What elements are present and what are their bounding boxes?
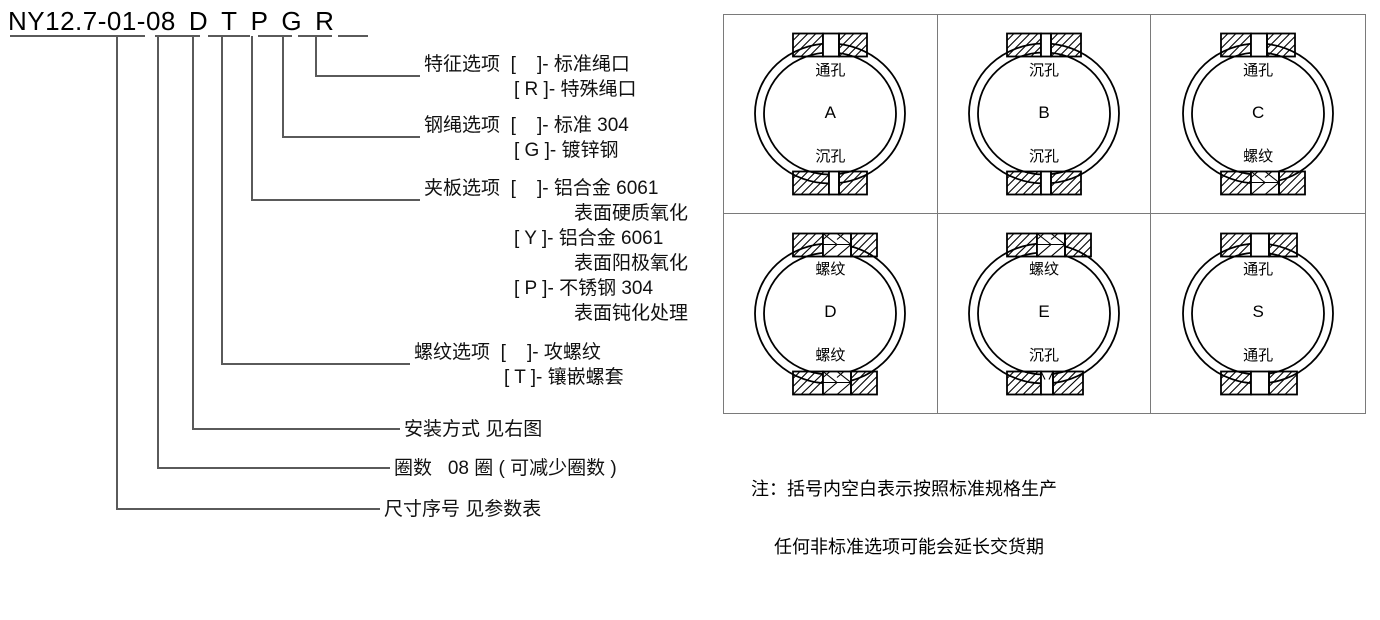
note-line-1: 注：括号内空白表示按照标准规格生产: [751, 479, 1058, 499]
annotation-size-number: 尺寸序号 见参数表: [384, 499, 542, 520]
mounting-cell-c-code: C: [1252, 103, 1265, 122]
part-number-segment-rope: G: [281, 6, 303, 36]
mounting-cell-d-code: D: [824, 302, 837, 321]
annotation-clamp-plate-option-line-3b: 表面钝化处理: [574, 303, 689, 324]
part-number-segment-thread: T: [221, 6, 238, 36]
mounting-cell-a-top-label: 通孔: [815, 62, 846, 79]
mounting-cell-s-top-label: 通孔: [1243, 261, 1274, 278]
mounting-cell-d: 螺纹 D 螺纹: [724, 214, 938, 413]
annotation-thread-option-line-2: [ T ]- 镶嵌螺套: [504, 367, 624, 388]
block-bottom: [1220, 170, 1307, 196]
part-number-segment-clamp: P: [250, 6, 269, 36]
annotation-clamp-plate-option-line-2b: 表面阳极氧化: [574, 253, 689, 274]
annotation-feature-option: 特征选项 [ ]- 标准绳口 [ R ]- 特殊绳口: [424, 52, 636, 102]
mounting-cell-c: 通孔 C 螺纹: [1151, 15, 1365, 214]
annotation-mounting-type: 安装方式 见右图: [404, 419, 543, 440]
annotation-thread-option: 螺纹选项 [ ]- 攻螺纹 [ T ]- 镶嵌螺套: [414, 340, 624, 390]
note-line-2: 任何非标准选项可能会延长交货期: [774, 537, 1044, 557]
block-bottom: [1006, 170, 1082, 196]
block-top: [1006, 32, 1082, 58]
mounting-cell-c-bottom-label: 螺纹: [1243, 148, 1274, 165]
annotation-clamp-plate-option-line-2: [ Y ]- 铝合金 6061: [514, 228, 664, 249]
mounting-cell-e-code: E: [1038, 302, 1050, 321]
block-bottom: [792, 370, 879, 395]
annotation-wire-rope-option-line-1: 钢绳选项 [ ]- 标准 304: [424, 115, 629, 136]
part-number-segment-size: NY12.7-01-08: [8, 6, 176, 36]
leader-lines: [10, 35, 420, 510]
part-number-segment-mounting: D: [188, 6, 209, 36]
annotation-feature-option-line-1: 特征选项 [ ]- 标准绳口: [424, 54, 630, 75]
mounting-cell-e-top-label: 螺纹: [1028, 261, 1059, 278]
mounting-cell-b-bottom-label: 沉孔: [1028, 148, 1059, 165]
annotation-thread-option-line-1: 螺纹选项 [ ]- 攻螺纹: [414, 342, 601, 363]
annotation-clamp-plate-option: 夹板选项 [ ]- 铝合金 6061 表面硬质氧化 [ Y ]- 铝合金 606…: [424, 176, 688, 326]
annotation-clamp-plate-option-line-1b: 表面硬质氧化: [574, 203, 689, 224]
annotation-clamp-plate-option-line-3: [ P ]- 不锈钢 304: [514, 278, 654, 299]
mounting-cell-s-code: S: [1252, 302, 1264, 321]
mounting-cell-e: 螺纹 E 沉孔: [938, 214, 1152, 413]
block-top: [792, 232, 879, 257]
mounting-cell-e-bottom-label: 沉孔: [1028, 347, 1059, 364]
note-block: 注：括号内空白表示按照标准规格生产 任何非标准选项可能会延长交货期: [731, 446, 1057, 620]
annotation-feature-option-line-2: [ R ]- 特殊绳口: [514, 79, 637, 100]
block-top: [1220, 32, 1297, 58]
block-top: [792, 32, 869, 58]
mounting-cell-a: 通孔 A 沉孔: [724, 15, 938, 214]
mounting-cell-b: 沉孔 B 沉孔: [937, 15, 1152, 214]
mounting-cell-a-bottom-label: 沉孔: [815, 148, 846, 165]
block-bottom: [792, 170, 869, 196]
mounting-cell-b-top-label: 沉孔: [1028, 62, 1059, 79]
annotation-turns: 圈数 08 圈 ( 可减少圈数 ): [394, 458, 617, 479]
annotation-clamp-plate-option-line-1: 夹板选项 [ ]- 铝合金 6061: [424, 178, 659, 199]
mounting-cell-s-bottom-label: 通孔: [1243, 347, 1274, 364]
mounting-cell-d-top-label: 螺纹: [815, 261, 846, 278]
part-number-segment-feature: R: [315, 6, 335, 36]
annotation-wire-rope-option-line-2: [ G ]- 镀锌钢: [514, 140, 619, 161]
annotation-wire-rope-option: 钢绳选项 [ ]- 标准 304 [ G ]- 镀锌钢: [424, 113, 629, 163]
mounting-cell-s: 通孔 S 通孔: [1151, 214, 1365, 413]
mounting-cell-a-code: A: [824, 103, 836, 122]
mounting-cell-b-code: B: [1038, 103, 1050, 122]
block-top: [1220, 232, 1299, 257]
mounting-type-grid: 通孔 A 沉孔 沉孔: [723, 14, 1366, 414]
mounting-cell-c-top-label: 通孔: [1243, 62, 1274, 79]
block-bottom: [1220, 370, 1299, 395]
block-top: [1006, 232, 1092, 257]
block-bottom: [1006, 370, 1084, 395]
mounting-cell-d-bottom-label: 螺纹: [815, 347, 846, 364]
